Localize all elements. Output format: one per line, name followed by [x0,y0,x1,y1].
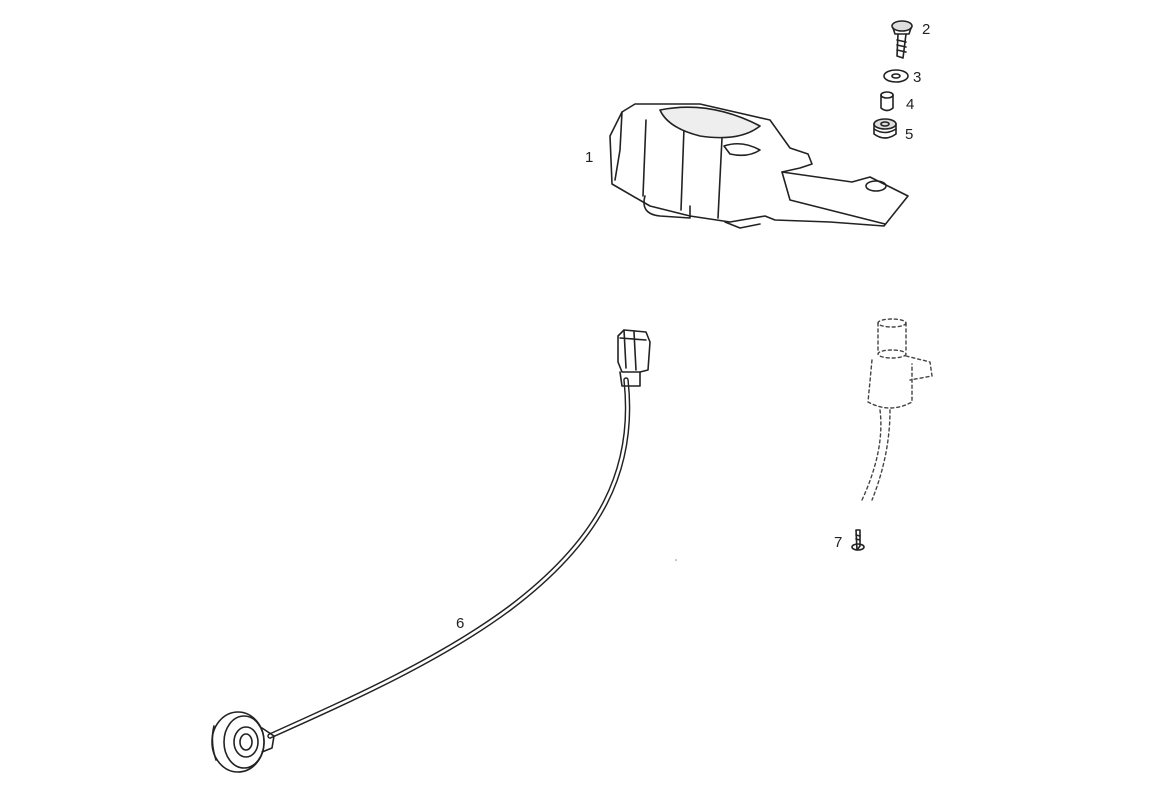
part-6-sensor-cable [211,329,651,773]
callout-6: 6 [456,615,465,632]
callout-2: 2 [922,21,931,38]
part-4-spacer [880,91,894,112]
part-7-screw [851,529,865,551]
part-2-screw [891,20,913,59]
callout-3: 3 [913,69,922,86]
part-5-grommet [873,118,897,139]
callout-1: 1 [585,149,594,166]
callout-5: 5 [905,126,914,143]
callout-7: 7 [834,534,843,551]
alternate-sensor-outline [861,318,933,501]
part-1-instrument-housing [609,103,909,229]
part-3-washer [883,69,909,83]
callout-4: 4 [906,96,915,113]
